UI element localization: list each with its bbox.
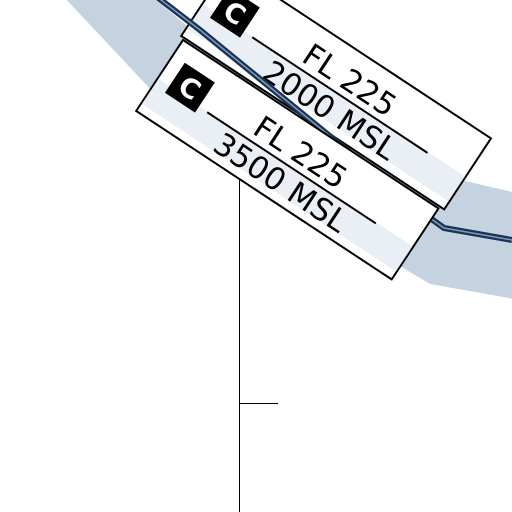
class-badge [164,62,215,113]
label-box-shade [186,3,465,202]
divider-line [206,111,377,225]
label-box-shade [141,78,413,272]
divider-line [251,36,429,154]
class-badge [209,0,260,38]
airspace-label-upper: C FL 225 2000 MSL [179,0,493,211]
